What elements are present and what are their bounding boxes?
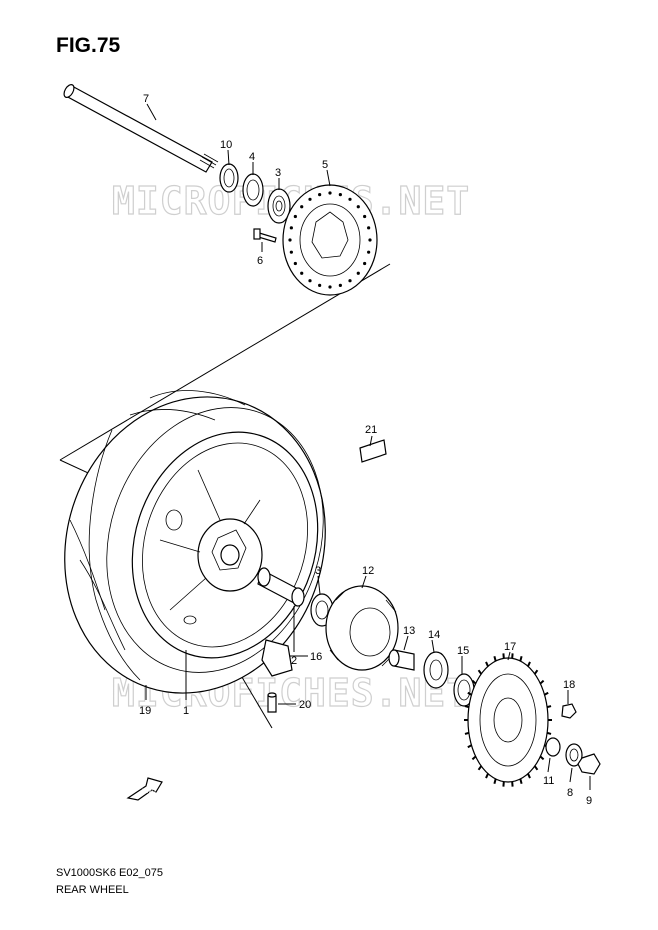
disc-hole [293,261,297,266]
sprocket-tooth [493,778,497,784]
disc-hole [363,261,367,266]
spacer-10-part [219,163,239,193]
disc-hole [338,193,342,197]
sprocket-tooth [527,661,531,667]
sprocket-tooth [477,765,483,771]
disc-hole [293,214,297,219]
callout-3-lower: 3 [315,565,321,577]
callout-13: 13 [403,625,415,637]
sprocket-tooth [471,755,477,761]
sprocket-tooth [464,731,470,735]
disc-hole [356,205,360,209]
sprocket-tooth [485,661,489,667]
sprocket-tooth [533,669,539,675]
callout-1: 1 [183,705,189,717]
callout-3-upper: 3 [275,167,281,179]
sprocket-tooth [493,656,497,662]
sprocket-tooth [539,679,545,685]
disc-hole [356,271,360,275]
disc-hole [300,271,304,275]
disc-hole [367,250,371,254]
sprocket-tooth [546,705,552,709]
axle-part [63,84,219,173]
figure-title: FIG.75 [56,34,121,57]
sprocket-tooth [519,656,523,662]
bearing-14-part [423,651,449,689]
damper-part [261,639,293,677]
callout-17: 17 [504,641,516,653]
callout-labels: 7 10 4 3 5 6 21 12 3 2 16 13 14 15 17 18… [139,93,592,807]
disc-hole [300,205,304,209]
disc-hole [318,283,322,287]
section-title: REAR WHEEL [56,884,129,896]
balance-weight-part [359,439,387,463]
model-code: SV1000SK6 E02_075 [56,867,164,879]
seal-4-part [242,173,264,207]
rear-sprocket-part [464,653,552,787]
sprocket-tooth [527,773,531,779]
wheel-part [131,431,319,659]
callout-4: 4 [249,151,255,163]
leader-lines [145,103,591,790]
callout-12: 12 [362,565,374,577]
nut-18-part [561,703,577,719]
sprocket-tooth [546,731,552,735]
callout-7: 7 [143,93,149,105]
forward-direction-arrow: FWD [126,777,163,801]
sprocket-drum-part [325,585,399,671]
sprocket-tooth [533,765,539,771]
sprocket-tooth [539,755,545,761]
sprocket-tooth [471,679,477,685]
fwd-label: FWD [142,789,156,795]
disc-hole [308,279,312,283]
callout-2: 2 [291,655,297,667]
callout-21: 21 [365,424,377,436]
callout-8: 8 [567,787,573,799]
disc-hole [367,226,371,230]
callout-16: 16 [310,651,322,663]
valve-part [267,692,277,713]
seal-15-part [453,673,475,707]
disc-hole [288,238,292,242]
callout-14: 14 [428,629,440,641]
bolt-6-part [253,228,277,243]
sprocket-tooth [464,705,470,709]
nut-9-part [577,753,601,775]
collar-13-part [388,649,415,671]
sprocket-tooth [467,744,472,749]
disc-hole [368,238,372,242]
callout-19: 19 [139,705,151,717]
disc-hole [338,283,342,287]
disc-hole [289,250,293,254]
disc-hole [328,285,332,289]
washer-8-part [565,743,583,767]
disc-hole [289,226,293,230]
callout-5: 5 [322,159,328,171]
washer-11-part [545,737,561,757]
sprocket-tooth [467,691,472,696]
sprocket-tooth [519,778,523,784]
brake-disc-part [282,184,378,296]
sprocket-tooth [544,691,549,696]
callout-6: 6 [257,255,263,267]
callout-11: 11 [543,775,554,787]
callout-20: 20 [299,699,311,711]
disc-hole [363,214,367,219]
disc-hole [308,197,312,201]
callout-15: 15 [457,645,469,657]
sprocket-tooth [477,669,483,675]
spacer-tube-part [257,567,305,607]
sprocket-tooth [485,773,489,779]
disc-hole [318,193,322,197]
disc-hole [348,197,352,201]
callout-10: 10 [220,139,232,151]
disc-hole [328,191,332,195]
callout-9: 9 [586,795,592,807]
callout-18: 18 [563,679,575,691]
disc-hole [348,279,352,283]
